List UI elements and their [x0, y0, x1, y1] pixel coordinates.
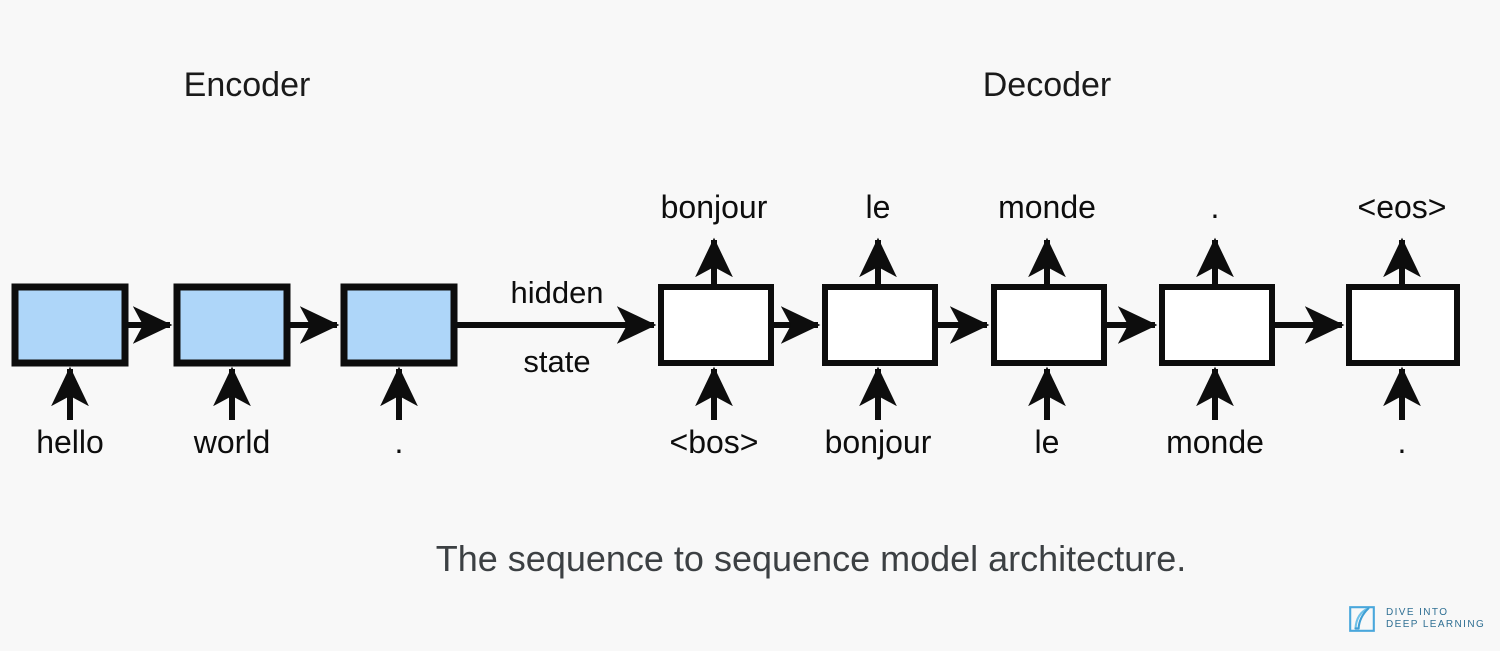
decoder-cell-5	[1346, 284, 1460, 366]
decoder-cell-2	[822, 284, 938, 366]
dive-into-deep-learning-book-icon	[1349, 606, 1375, 632]
decoder-input-token-2: bonjour	[824, 424, 932, 460]
input-arrows	[51, 366, 1421, 420]
decoder-cell-4	[1159, 284, 1275, 366]
hidden-state-label-line1: hidden	[510, 275, 604, 310]
decoder-input-token-5: .	[1397, 424, 1407, 460]
encoder-input-token-3: .	[394, 424, 404, 460]
encoder-cell-2	[173, 283, 291, 367]
brand-logo-text: DIVE INTO DEEP LEARNING	[1386, 607, 1485, 631]
brand-logo-line2: DEEP LEARNING	[1386, 619, 1486, 630]
encoder-cells	[11, 283, 458, 367]
decoder-input-token-3: le	[1034, 424, 1060, 460]
decoder-output-token-4: .	[1210, 189, 1220, 225]
encoder-cell-3	[340, 283, 458, 367]
decoder-cells	[658, 284, 1460, 366]
decoder-cell-3	[991, 284, 1107, 366]
decoder-section-title: Decoder	[982, 66, 1112, 104]
encoder-input-token-1: hello	[36, 424, 104, 460]
decoder-input-token-4: monde	[1166, 424, 1264, 460]
decoder-input-token-1: <bos>	[669, 424, 759, 460]
decoder-cell-1	[658, 284, 774, 366]
decoder-output-token-3: monde	[998, 189, 1096, 225]
hidden-state-label-line2: state	[523, 344, 591, 379]
decoder-output-token-2: le	[865, 189, 891, 225]
decoder-output-token-5: <eos>	[1357, 189, 1447, 225]
encoder-cell-1	[11, 283, 129, 367]
decoder-output-token-1: bonjour	[660, 189, 768, 225]
brand-logo-line1: DIVE INTO	[1386, 606, 1449, 618]
encoder-input-token-2: world	[193, 424, 271, 460]
figure-caption: The sequence to sequence model architect…	[435, 538, 1187, 579]
brand-logo: DIVE INTO DEEP LEARNING	[1347, 604, 1485, 634]
encoder-section-title: Encoder	[183, 66, 311, 104]
output-arrows	[695, 237, 1421, 285]
